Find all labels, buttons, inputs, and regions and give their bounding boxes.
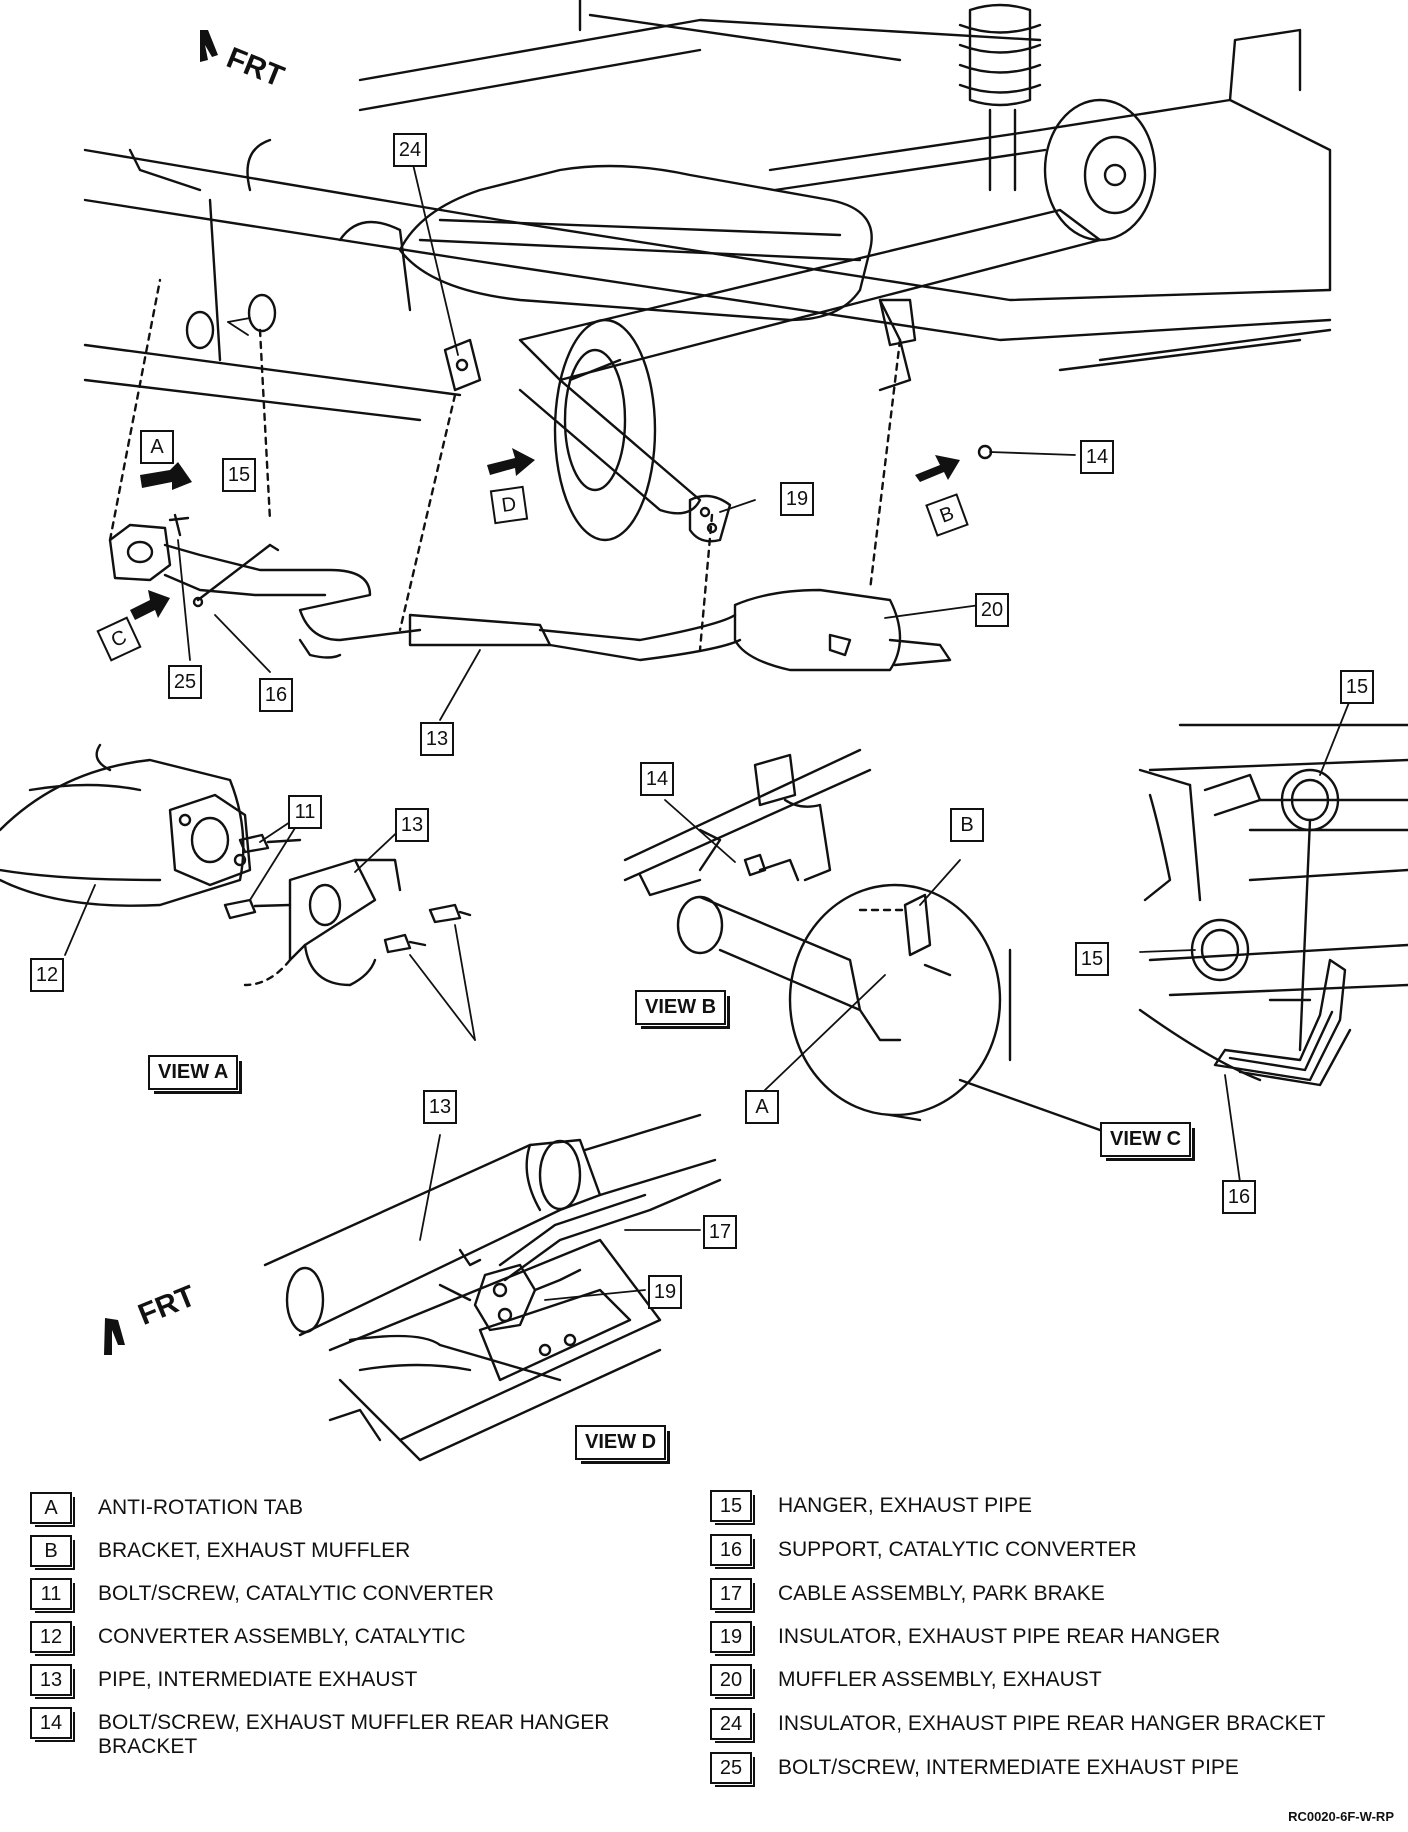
legend-key: 19: [710, 1621, 755, 1656]
callout-main-a: A: [140, 430, 174, 464]
callout-view-c-15-top: 15: [1340, 670, 1374, 704]
view-a-leader-lines: [64, 811, 476, 1041]
legend-text: SUPPORT, CATALYTIC CONVERTER: [778, 1538, 1137, 1561]
main-view-underbody: [83, 0, 1332, 672]
main-view-leader-lines: [177, 159, 1076, 721]
legend-key: 11: [30, 1578, 75, 1613]
legend-key: 15: [710, 1490, 755, 1525]
callout-view-d-17: 17: [703, 1215, 737, 1249]
legend-text: BOLT/SCREW, INTERMEDIATE EXHAUST PIPE: [778, 1756, 1239, 1779]
legend-key: B: [30, 1535, 75, 1570]
frt-arrow-bottom: [104, 1318, 125, 1355]
legend-text: BOLT/SCREW, EXHAUST MUFFLER REAR HANGER …: [98, 1711, 610, 1758]
view-b-drawing: [623, 748, 1102, 1132]
callout-view-a-12: 12: [30, 958, 64, 992]
main-view-view-arrows: [130, 448, 960, 620]
callout-view-d-19: 19: [648, 1275, 682, 1309]
legend-text: INSULATOR, EXHAUST PIPE REAR HANGER: [778, 1625, 1221, 1648]
drawing-code: RC0020-6F-W-RP: [1288, 1809, 1394, 1824]
callout-view-a-13: 13: [395, 808, 429, 842]
legend-key: 13: [30, 1664, 75, 1699]
callout-view-b-a: A: [745, 1090, 779, 1124]
legend-key: 20: [710, 1664, 755, 1699]
legend-text: BRACKET, EXHAUST MUFFLER: [98, 1539, 411, 1562]
callout-view-a-11: 11: [288, 795, 322, 829]
view-c-leader-lines: [1139, 699, 1351, 1183]
legend-key: 24: [710, 1708, 755, 1743]
view-c-label: VIEW C: [1100, 1122, 1196, 1161]
view-d-label: VIEW D: [575, 1425, 671, 1464]
legend-text: HANGER, EXHAUST PIPE: [778, 1494, 1033, 1517]
callout-main-15: 15: [222, 458, 256, 492]
legend-text: INSULATOR, EXHAUST PIPE REAR HANGER BRAC…: [778, 1712, 1326, 1735]
view-b-label: VIEW B: [635, 990, 731, 1029]
callout-main-16: 16: [259, 678, 293, 712]
callout-main-25: 25: [168, 665, 202, 699]
legend-key: 16: [710, 1534, 755, 1569]
legend-text: ANTI-ROTATION TAB: [98, 1496, 303, 1519]
legend-key: A: [30, 1492, 75, 1527]
view-c-drawing: [1138, 723, 1408, 1087]
callout-view-c-16: 16: [1222, 1180, 1256, 1214]
callout-main-13: 13: [420, 722, 454, 756]
view-a-label: VIEW A: [148, 1055, 243, 1094]
callout-view-b-b: B: [950, 808, 984, 842]
legend-text: MUFFLER ASSEMBLY, EXHAUST: [778, 1668, 1102, 1691]
callout-main-14: 14: [1080, 440, 1114, 474]
legend-text: PIPE, INTERMEDIATE EXHAUST: [98, 1668, 418, 1691]
legend-text: BOLT/SCREW, CATALYTIC CONVERTER: [98, 1582, 494, 1605]
legend-key: 12: [30, 1621, 75, 1656]
callout-main-d: D: [489, 485, 529, 525]
callout-view-c-15-left: 15: [1075, 942, 1109, 976]
legend-key: 14: [30, 1707, 75, 1742]
callout-view-b-14: 14: [640, 762, 674, 796]
legend-key: 25: [710, 1752, 755, 1787]
legend-text: CONVERTER ASSEMBLY, CATALYTIC: [98, 1625, 466, 1648]
callout-view-d-13: 13: [423, 1090, 457, 1124]
legend-key: 17: [710, 1578, 755, 1613]
view-b-leader-lines: [664, 799, 961, 1091]
callout-main-19: 19: [780, 482, 814, 516]
frt-arrow-top: [200, 30, 218, 62]
view-a-drawing: [0, 743, 472, 987]
callout-main-24: 24: [393, 133, 427, 167]
legend-text: CABLE ASSEMBLY, PARK BRAKE: [778, 1582, 1105, 1605]
view-d-drawing: [263, 1113, 722, 1462]
view-d-leader-lines: [419, 1134, 701, 1301]
callout-main-20: 20: [975, 593, 1009, 627]
